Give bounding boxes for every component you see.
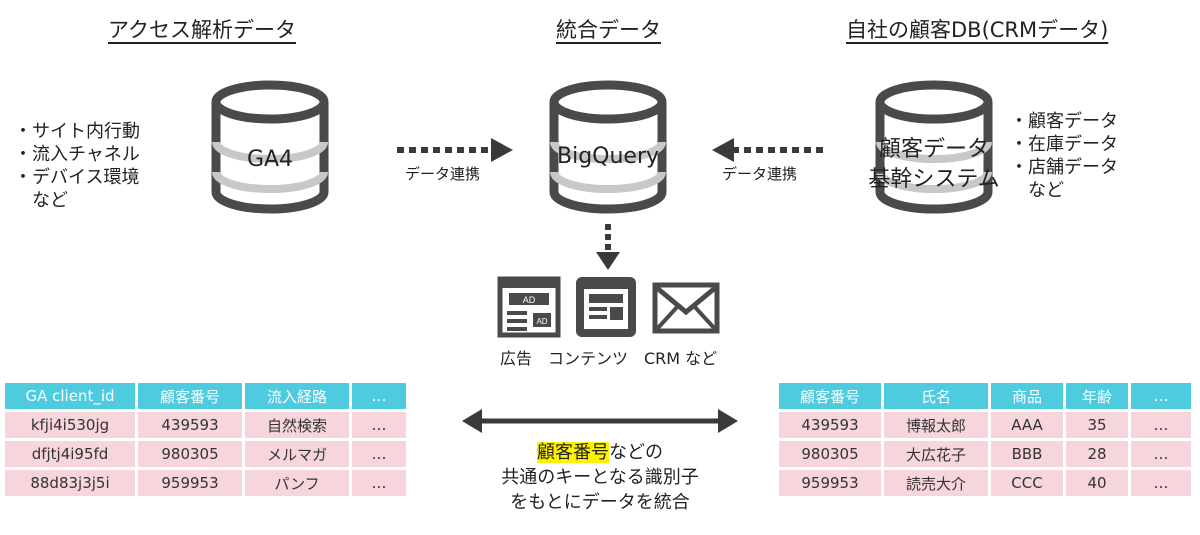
table-row: dfjtj4i95fd 980305 メルマガ … [5,441,406,467]
right-bullet-item: ・在庫データ [1010,134,1118,155]
down-arrow-icon [596,224,620,270]
left-data-link-label: データ連携 [405,165,481,183]
right-data-link-label: データ連携 [722,165,798,183]
table-header-row: 顧客番号 氏名 商品 年齢 … [779,383,1191,409]
table-header-row: GA client_id 顧客番号 流入経路 … [5,383,406,409]
table-cell: … [352,412,406,438]
output-icons-label: 広告 コンテンツ CRM など [500,349,718,368]
content-icon [576,277,636,337]
ad-icon-text: AD [523,295,536,305]
table-cell: 980305 [138,441,242,467]
table-cell: kfji4i530jg [5,412,135,438]
crm-database-icon [875,80,993,214]
table-cell: 28 [1066,441,1128,467]
table-row: kfji4i530jg 439593 自然検索 … [5,412,406,438]
left-bullet-item: ・デバイス環境 [14,167,140,188]
table-cell: … [1131,412,1191,438]
heading-access-analysis: アクセス解析データ [108,18,296,42]
table-cell: dfjtj4i95fd [5,441,135,467]
ga4-label: GA4 [246,147,294,172]
table-cell: 439593 [138,412,242,438]
table-cell: 40 [1066,470,1128,496]
table-row: 980305 大広花子 BBB 28 … [779,441,1191,467]
table-cell: AAA [991,412,1063,438]
bigquery-database-icon [549,80,667,214]
ga4-database-icon [211,80,329,214]
ad-icon: AD AD [497,276,561,338]
table-header-cell: 顧客番号 [779,383,881,409]
right-bullet-item: など [1010,180,1064,201]
ad-icon-text: AD [536,317,547,326]
left-bullet-item: など [14,190,68,211]
integration-note-line1-rest: などの [609,442,663,463]
mail-icon [652,282,720,334]
table-cell: 439593 [779,412,881,438]
integration-note: 顧客番号などの 共通のキーとなる識別子 をもとにデータを統合 [440,440,760,515]
crm-label-line2: 基幹システム [868,167,1000,192]
table-cell: 読売大介 [884,470,988,496]
right-data-link-arrow-icon [712,138,828,162]
table-cell: … [352,441,406,467]
table-cell: … [1131,470,1191,496]
right-bullet-item: ・店舗データ [1010,157,1118,178]
crm-label-line1: 顧客データ [878,137,989,162]
table-cell: 大広花子 [884,441,988,467]
right-table: 顧客番号 氏名 商品 年齢 … 439593 博報太郎 AAA 35 … 980… [776,380,1194,499]
table-cell: メルマガ [245,441,349,467]
table-header-cell: 氏名 [884,383,988,409]
table-cell: パンフ [245,470,349,496]
table-cell: … [1131,441,1191,467]
table-cell: 980305 [779,441,881,467]
table-cell: 959953 [779,470,881,496]
right-bullet-item: ・顧客データ [1010,111,1118,132]
table-cell: … [352,470,406,496]
table-header-cell: 商品 [991,383,1063,409]
left-data-link-arrow-icon [397,138,513,162]
integration-note-line2: 共通のキーとなる識別子 [501,467,699,488]
bidirectional-arrow-icon [462,409,738,433]
table-cell: CCC [991,470,1063,496]
heading-crm-data: 自社の顧客DB(CRMデータ) [846,18,1109,42]
left-table: GA client_id 顧客番号 流入経路 … kfji4i530jg 439… [2,380,409,499]
table-row: 88d83j3j5i 959953 パンフ … [5,470,406,496]
left-bullet-list: ・サイト内行動 ・流入チャネル ・デバイス環境 など [14,120,140,212]
right-bullet-list: ・顧客データ ・在庫データ ・店舗データ など [1010,110,1118,202]
table-cell: 88d83j3j5i [5,470,135,496]
table-cell: 959953 [138,470,242,496]
table-header-cell: … [352,383,406,409]
table-cell: 自然検索 [245,412,349,438]
table-header-cell: 顧客番号 [138,383,242,409]
table-header-cell: GA client_id [5,383,135,409]
table-row: 439593 博報太郎 AAA 35 … [779,412,1191,438]
integration-note-line3: をもとにデータを統合 [510,492,690,513]
left-bullet-item: ・流入チャネル [14,144,140,165]
table-header-cell: 年齢 [1066,383,1128,409]
heading-integrated-data: 統合データ [556,18,661,42]
table-cell: 博報太郎 [884,412,988,438]
bigquery-label: BigQuery [556,144,660,169]
table-header-cell: 流入経路 [245,383,349,409]
highlighted-key-text: 顧客番号 [537,442,609,463]
table-row: 959953 読売大介 CCC 40 … [779,470,1191,496]
left-bullet-item: ・サイト内行動 [14,121,140,142]
table-cell: 35 [1066,412,1128,438]
integration-note-line1: 顧客番号などの [440,440,760,465]
table-header-cell: … [1131,383,1191,409]
table-cell: BBB [991,441,1063,467]
